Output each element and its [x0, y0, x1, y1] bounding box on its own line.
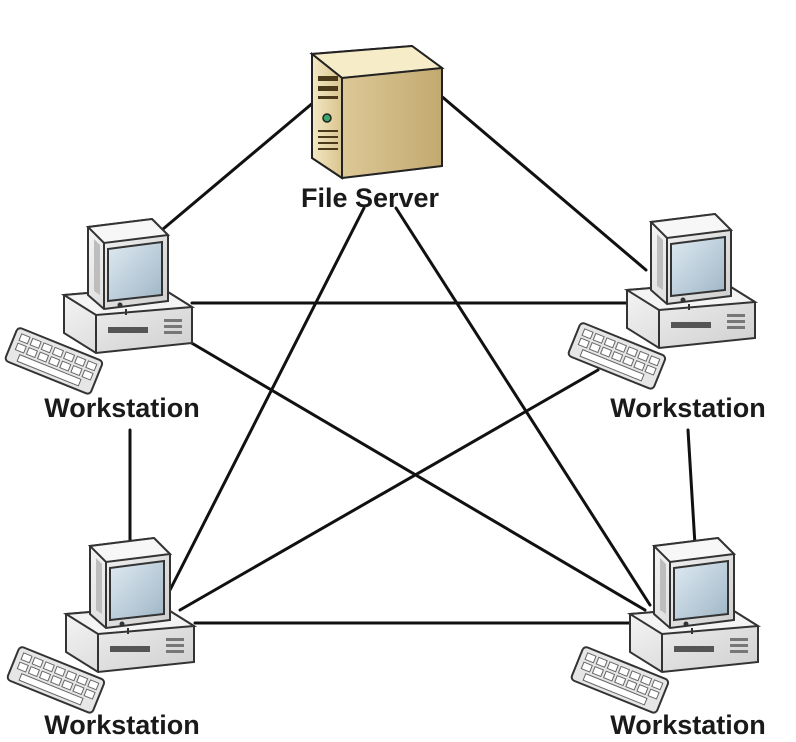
workstation-label: Workstation: [610, 393, 766, 423]
link-ws-top-right-ws-bottom-right: [686, 428, 697, 547]
workstation-bottom-left: Workstation: [5, 537, 200, 740]
workstation-computer-icon: [569, 537, 759, 715]
link-server-ws-bottom-left: [168, 206, 366, 592]
link-server-ws-top-left: [148, 84, 335, 242]
connection-lines: [128, 84, 697, 625]
file-server-label: File Server: [301, 183, 440, 213]
link-ws-top-left-ws-bottom-right: [176, 333, 647, 612]
file-server-icon: [309, 44, 445, 180]
workstation-computer-icon: [3, 218, 194, 396]
workstation-label: Workstation: [44, 710, 200, 740]
workstation-top-left: Workstation: [3, 218, 200, 423]
workstation-label: Workstation: [44, 393, 200, 423]
workstation-label: Workstation: [610, 710, 766, 740]
workstation-top-right: Workstation: [566, 213, 766, 423]
workstation-computer-icon: [5, 537, 196, 715]
link-server-ws-bottom-right: [394, 206, 652, 607]
link-ws-top-right-ws-bottom-left: [178, 368, 600, 612]
workstation-bottom-right: Workstation: [569, 537, 766, 740]
link-server-ws-top-right: [438, 93, 648, 272]
